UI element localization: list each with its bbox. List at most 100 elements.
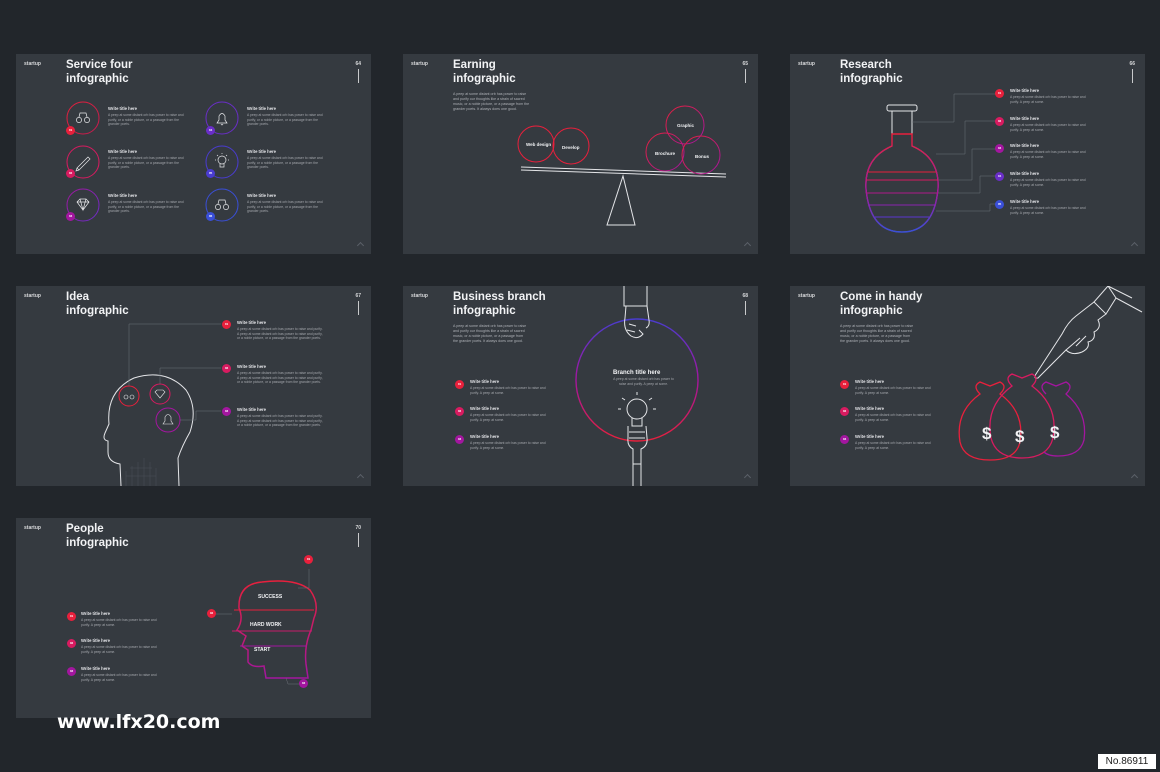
service-circle-5 xyxy=(205,145,239,179)
weight-circle xyxy=(681,135,721,175)
id-tag: No.86911 xyxy=(1098,754,1156,769)
item-desc: A peep at some distant orb has power to … xyxy=(1010,178,1086,187)
dollar-sign: $ xyxy=(1050,423,1060,442)
badge-1: 01 xyxy=(455,380,464,389)
badge-2: 02 xyxy=(840,407,849,416)
badge-1: 01 xyxy=(840,380,849,389)
badge-3: 03 xyxy=(66,212,75,221)
item-desc: A peep at some distant orb has power to … xyxy=(470,413,546,422)
weight-circle xyxy=(645,132,685,172)
balance-scale: Web design Develop Graphic Brochure Bonu… xyxy=(517,105,727,226)
item-title: Write title here xyxy=(237,320,267,325)
item-desc: A peep at some distant orb has power to … xyxy=(1010,206,1086,215)
service-circles xyxy=(66,101,239,222)
item-title: Write title here xyxy=(1010,116,1040,121)
item-title: Write title here xyxy=(470,434,500,439)
item-desc: A peep at some distant orb has power to … xyxy=(1010,123,1086,132)
label-brochure: Brochure xyxy=(655,151,676,156)
badge-5: 05 xyxy=(995,200,1004,209)
badge-3: 03 xyxy=(995,144,1004,153)
service-circle-3 xyxy=(66,188,100,222)
circle-title: Branch title here xyxy=(613,370,661,376)
item-title: Write title here xyxy=(81,638,111,643)
bell-icon xyxy=(162,414,174,425)
pencil-icon xyxy=(75,156,91,172)
page-number: 66 xyxy=(1129,61,1135,67)
brand-label: startup xyxy=(24,525,41,531)
money-bag-icon xyxy=(958,373,1086,461)
brand-label: startup xyxy=(411,61,428,67)
diamond-icon xyxy=(154,389,166,399)
item-desc: A peep at some distant orb has power to … xyxy=(247,200,323,214)
item-desc: A peep at some distant orb has power to … xyxy=(855,413,931,422)
item-title: Write title here xyxy=(81,611,111,616)
item-desc: A peep at some distant orb has power to … xyxy=(81,618,157,627)
brand-label: startup xyxy=(798,61,815,67)
idea-circle xyxy=(149,383,171,405)
service-circle-6 xyxy=(205,188,239,222)
page-divider xyxy=(358,69,359,83)
page-number: 68 xyxy=(742,293,748,299)
head-badge-1: 01 xyxy=(304,555,313,564)
weight-circle xyxy=(517,125,555,163)
flask-diagram xyxy=(865,93,999,233)
item-desc: A peep at some distant orb has power to … xyxy=(247,113,323,127)
item-title: Write title here xyxy=(1010,171,1040,176)
badge-3: 03 xyxy=(222,407,231,416)
item-title: Write title here xyxy=(108,193,138,198)
dollar-sign: $ xyxy=(1015,427,1025,446)
page-number: 70 xyxy=(355,525,361,531)
badge-4: 04 xyxy=(206,126,215,135)
item-desc: A peep at some distant orb has power to … xyxy=(247,156,323,170)
lightbulb-icon xyxy=(618,392,656,486)
item-desc: A peep at some distant orb has power to … xyxy=(237,371,323,385)
badge-3: 03 xyxy=(67,667,76,676)
badge-1: 01 xyxy=(67,612,76,621)
item-title: Write title here xyxy=(108,106,138,111)
item-title: Write title here xyxy=(247,106,277,111)
item-title: Write title here xyxy=(470,406,500,411)
item-desc: A peep at some distant orb has power to … xyxy=(81,645,157,654)
badge-6: 06 xyxy=(206,212,215,221)
idea-circle xyxy=(155,407,181,433)
weight-circle xyxy=(552,127,590,165)
item-desc: A peep at some distant orb has power to … xyxy=(108,156,184,170)
page-number: 67 xyxy=(355,293,361,299)
head-diagram xyxy=(103,323,221,486)
intro-text: A peep at some distant orb has power to … xyxy=(840,324,914,343)
item-desc: A peep at some distant orb has power to … xyxy=(1010,150,1086,159)
item-desc: A peep at some distant orb has power to … xyxy=(81,673,157,682)
item-desc: A peep at some distant orb has power to … xyxy=(470,386,546,395)
item-title: Write title here xyxy=(1010,143,1040,148)
item-title: Write title here xyxy=(81,666,111,671)
badge-2: 02 xyxy=(66,169,75,178)
intro-text: A peep at some distant orb has power to … xyxy=(453,324,527,343)
item-title: Write title here xyxy=(855,434,885,439)
binoculars-icon xyxy=(123,394,135,400)
hand-from-top-icon xyxy=(623,286,650,339)
item-title: Write title here xyxy=(247,149,277,154)
item-title: Write title here xyxy=(247,193,277,198)
item-desc: A peep at some distant orb has power to … xyxy=(237,414,323,428)
item-desc: A peep at some distant orb has power to … xyxy=(470,441,546,450)
service-circle-1 xyxy=(66,101,100,135)
people-head: SUCCESS HARD WORK START xyxy=(216,569,317,685)
item-title: Write title here xyxy=(237,364,267,369)
page-divider xyxy=(358,301,359,315)
watermark: www.lfx20.com xyxy=(57,711,221,733)
badge-5: 05 xyxy=(206,169,215,178)
binoculars-icon xyxy=(76,112,90,123)
level-start: START xyxy=(254,647,270,653)
service-circle-4 xyxy=(205,101,239,135)
service-circle-2 xyxy=(66,145,100,179)
